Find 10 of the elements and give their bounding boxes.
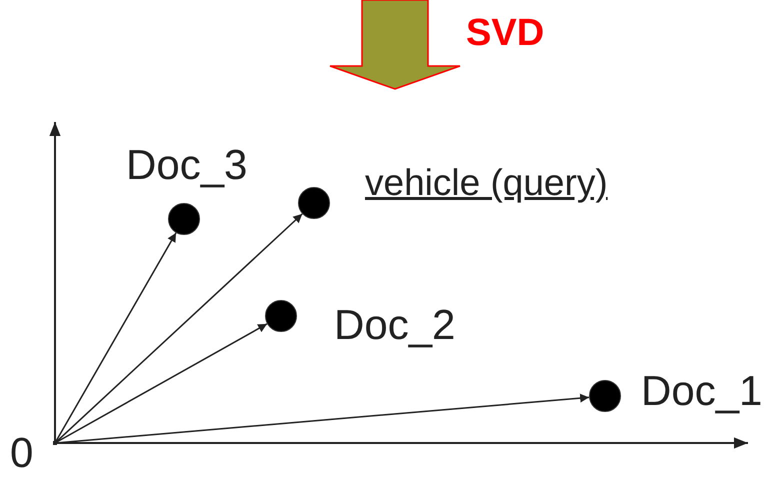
point-label: Doc_3 <box>126 144 248 186</box>
step-label: SVD <box>466 14 544 52</box>
vector-arrow <box>56 394 590 444</box>
point-label: Doc_2 <box>334 304 456 346</box>
vector-arrow <box>55 232 177 442</box>
point-label: Doc_1 <box>641 370 762 412</box>
origin-label: 0 <box>10 432 34 474</box>
vector-arrow <box>56 323 268 443</box>
vector-arrow <box>56 213 303 442</box>
point-label: vehicle (query) <box>365 164 608 201</box>
